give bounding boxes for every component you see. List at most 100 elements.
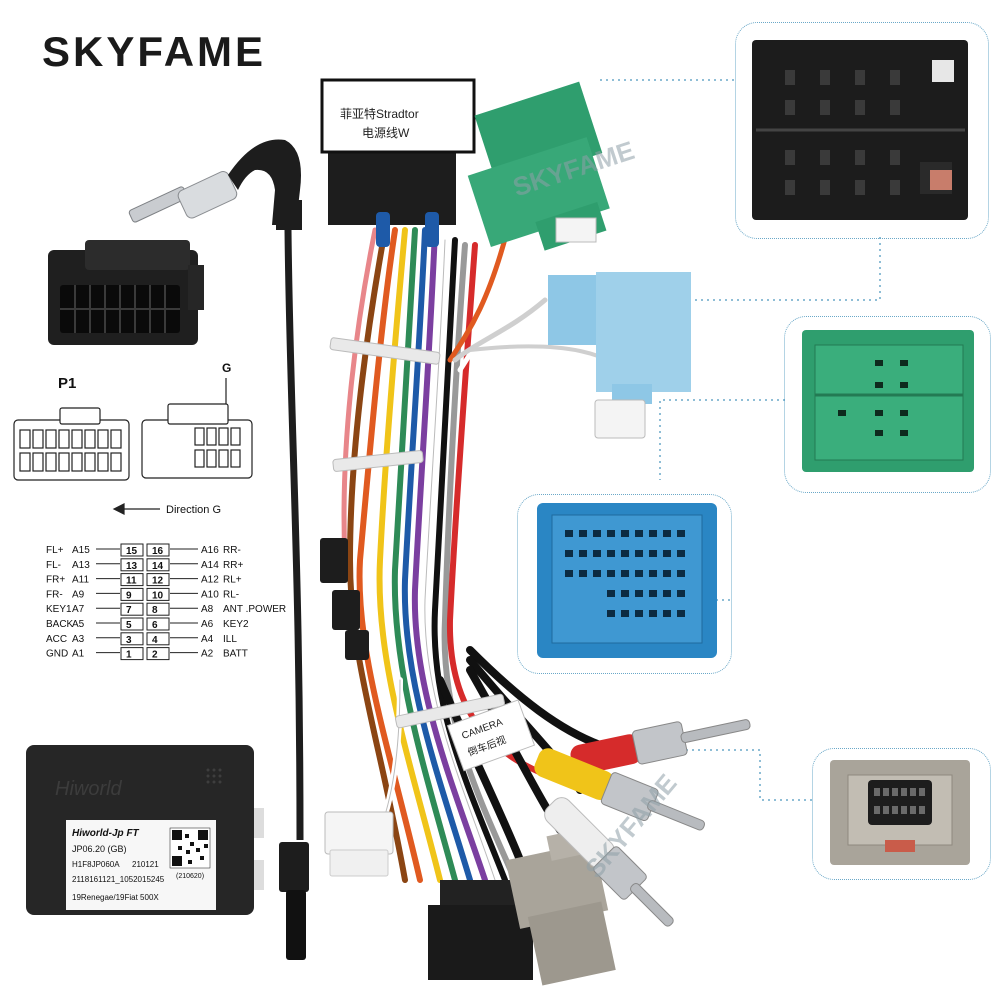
blue-connector-pin [677,530,685,537]
power-tag-line2: 电源线W [362,126,410,140]
pin-box-right [146,573,170,587]
blue-connector-pin [635,530,643,537]
blue-connector-pin [565,570,573,577]
canbus-label-line4: 19Renegae/19Fiat 500X [72,893,159,902]
blue-connector-pin [635,610,643,617]
blue-connector-pin [621,610,629,617]
blue-connector-pin [565,550,573,557]
pin-num-left: 5 [126,620,132,631]
pin-num-right: 12 [152,576,164,587]
blue-connector-pin [607,570,615,577]
blue-connector-pin [649,610,657,617]
pin-box-left [120,543,144,557]
detail-blue-connector [537,503,717,658]
pin-box-left [120,632,144,646]
qr-code [169,827,211,869]
canbus-qr-caption: (210620) [176,873,204,880]
pin-name-left: GND [46,649,68,660]
blue-connector-pin [621,590,629,597]
white-plug-left [324,811,394,877]
pin-box-left [120,647,144,661]
pin-code-left: A3 [72,634,85,645]
pin-box-right [146,558,170,572]
blue-connector-pin [607,610,615,617]
canbus-label-line3: 2118161121_1052015245 [72,875,165,884]
pin-name-left: ACC [46,634,67,645]
detail-green-connector [802,330,974,472]
p1-label: P1 [58,375,76,392]
pin-name-left: BACK [46,619,74,630]
blue-connector-pin [635,550,643,557]
pin-box-left [120,587,144,601]
blue-connector-pin [663,550,671,557]
rca-white-plug [544,797,674,927]
blue-connector-pin [579,570,587,577]
rca-red-plug [570,719,751,775]
blue-connector-pin [621,530,629,537]
power-connector: 菲亚特Stradtor 电源线W [320,78,476,247]
pin-name-left: FR+ [46,575,65,586]
pin-code-left: A5 [72,619,85,630]
direction-label: Direction G [166,504,221,516]
pin-code-right: A16 [201,545,219,556]
blue-connector-pin [663,530,671,537]
canbus-label-line2a: H1F8JP060A [72,860,120,869]
pin-code-right: A10 [201,589,219,600]
pin-code-left: A7 [72,604,85,615]
blue-connector-pin [621,550,629,557]
blue-connector-pin [677,610,685,617]
blue-connector-pin [677,570,685,577]
blue-connector-pin [579,530,587,537]
pin-num-left: 7 [126,605,132,616]
blue-connector-pin [635,570,643,577]
pin-box-right [146,543,170,557]
blue-connector-pin [593,530,601,537]
blue-connector-pin [607,550,615,557]
pin-num-right: 8 [152,605,158,616]
pin-box-right [146,602,170,616]
blue-connector-pin [649,590,657,597]
pin-code-right: A8 [201,604,214,615]
pin-box-right [146,617,170,631]
brand-logo: SKYFAME [42,28,267,75]
blue-connector-pin [677,550,685,557]
pin-name-right: ANT .POWER [223,604,286,615]
pin-num-left: 13 [126,561,138,572]
pin-box-left [120,573,144,587]
blue-connector-pin [607,530,615,537]
cable-ties [329,337,505,729]
detail-grey-connector [830,760,970,865]
pin-code-left: A11 [72,575,89,586]
pin-name-right: BATT [223,649,248,660]
antenna-adapter [128,139,309,960]
blue-connector-pin [649,530,657,537]
pin-num-right: 14 [152,561,164,572]
pin-name-left: FR- [46,589,63,600]
pin-code-right: A4 [201,634,214,645]
blue-connector-pin [593,570,601,577]
blue-connector-pin [607,590,615,597]
pin-name-right: ILL [223,634,237,645]
canbus-emboss: Hiworld [55,778,123,800]
pin-num-left: 9 [126,590,132,601]
pin-num-left: 11 [126,576,137,587]
pin-box-right [146,647,170,661]
pin-box-right [146,632,170,646]
camera-tag: CAMERA 倒车后视 [446,699,536,772]
pin-box-right [146,587,170,601]
canbus-label-line2b: 210121 [132,860,159,869]
blue-connector-pin [635,590,643,597]
pin-code-left: A9 [72,589,85,600]
pin-box-left [120,602,144,616]
pin-code-right: A2 [201,649,214,660]
pin-name-right: RL+ [223,575,242,586]
blue-connector-pin [663,590,671,597]
connector-line-drawings: P1 G Direction G [13,361,253,516]
black-16pin-connector [48,240,204,345]
pin-name-right: RR+ [223,560,243,571]
pin-code-left: A1 [72,649,85,660]
blue-connector-pin [579,550,587,557]
white-plug-small [555,217,597,243]
pin-num-right: 2 [152,650,158,661]
